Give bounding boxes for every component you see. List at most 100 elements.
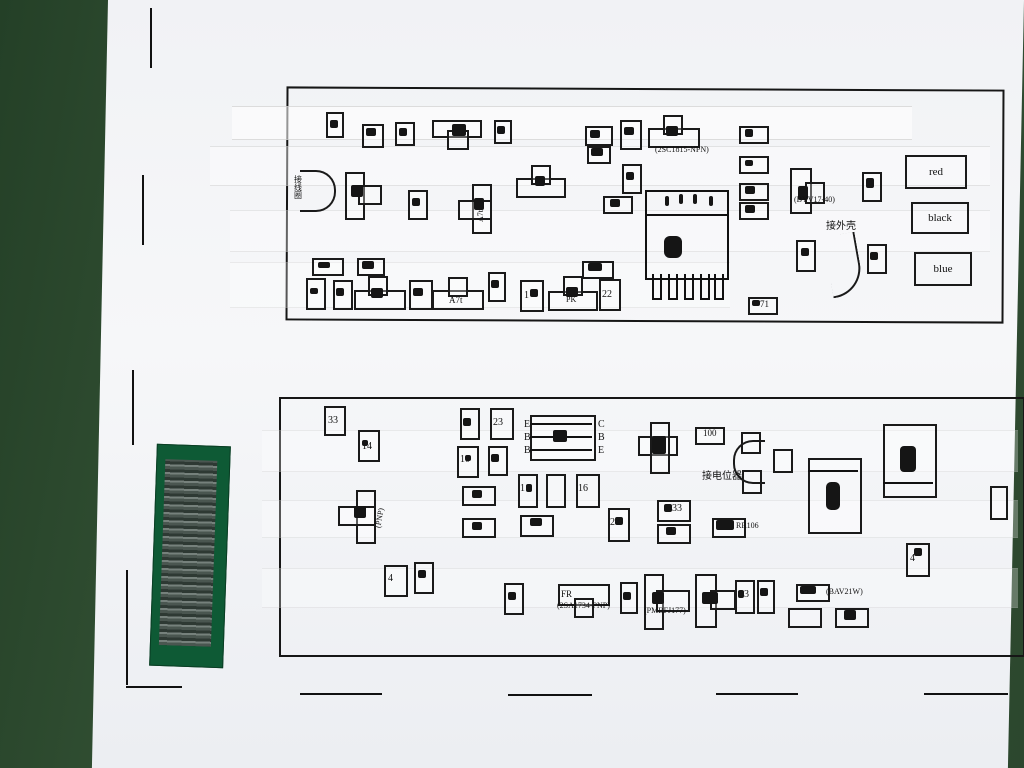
smd-resistor [366, 128, 376, 136]
tape-strip [262, 500, 1018, 538]
wire-tab-red: red [905, 155, 967, 189]
smd-resistor [336, 288, 344, 296]
smd-resistor [412, 198, 420, 206]
to-package-device [826, 482, 840, 510]
smd-resistor [318, 262, 330, 268]
smd-diode [702, 592, 718, 604]
smd-jfet [652, 592, 664, 604]
tape-strip [262, 568, 1018, 608]
pin-label-left: B [524, 445, 531, 456]
resistor-pad [414, 562, 434, 594]
resistor-pad [695, 427, 725, 445]
smd-resistor [330, 120, 338, 128]
resistor-label-1: 1 [520, 483, 525, 494]
resistor-pad [546, 474, 566, 508]
tape-strip [232, 106, 912, 140]
smd-resistor [508, 592, 516, 600]
resistor-label-100: 100 [703, 428, 717, 438]
wire-tab-black: black [911, 202, 969, 234]
npn-transistor-label: (2SC1815-NPN) [655, 145, 709, 154]
pin-label-left: B [524, 432, 531, 443]
smd-resistor [801, 248, 809, 256]
resistor-label-rr106: RR106 [736, 521, 759, 530]
ldo-pad [432, 290, 484, 310]
resistor-pad [457, 446, 479, 478]
smd-ldo [474, 198, 484, 210]
coil-label: 接 线 圈 [294, 175, 302, 200]
smd-resistor [472, 490, 482, 498]
smd-resistor [418, 570, 426, 578]
smd-resistor [362, 440, 368, 446]
resistor-label-4b: 4 [910, 553, 915, 564]
smd-resistor [465, 455, 471, 461]
smd-resistor [716, 520, 734, 530]
resistor-label-23: 23 [493, 417, 503, 428]
resistor-label-1: 1 [524, 290, 529, 301]
smd-resistor [914, 548, 922, 556]
heatsink-fin [700, 274, 710, 300]
tape-strip [230, 210, 990, 252]
smd-resistor [526, 484, 532, 492]
smd-diode [800, 586, 816, 594]
resistor-label-4: 4 [388, 573, 393, 584]
resistor-pad [306, 278, 326, 310]
transistor-pnp-label: (2SA1734-PNP) [557, 601, 610, 610]
ldo-bottom-label: A7t [449, 295, 463, 305]
wire-tab-blue: blue [914, 252, 972, 286]
pot-pad [773, 449, 793, 473]
smd-resistor [413, 288, 423, 296]
coil-arc [300, 170, 336, 212]
heatsink-fin [714, 274, 724, 300]
smd-resistor [399, 128, 407, 136]
resistor-pad [520, 515, 554, 537]
diode-label: (BYV17-40) [794, 195, 835, 204]
to-package-line [883, 482, 933, 484]
resistor-label-33b: 33 [672, 503, 682, 514]
heatsink-stub [709, 196, 713, 206]
ic-lead [530, 449, 592, 451]
resistor-pad [757, 580, 775, 614]
resistor-label-22: 22 [602, 289, 612, 300]
smd-resistor [463, 418, 471, 426]
smd-resistor [745, 160, 753, 166]
smd-resistor [497, 126, 505, 134]
crop-mark [142, 175, 144, 245]
smd-resistor [591, 148, 603, 156]
pin-label-right: B [598, 432, 605, 443]
resistor-label-71: 71 [760, 299, 769, 309]
resistor-pad [796, 240, 816, 272]
jfet-label: (PMBFJ177) [644, 606, 686, 615]
smd-resistor [491, 454, 499, 462]
pin-label-right: E [598, 445, 605, 456]
heatsink-stub [693, 194, 697, 204]
pot-label: 接电位器 [702, 471, 742, 482]
smd-transistor [371, 288, 383, 298]
smd-resistor [870, 252, 878, 260]
ic-lead [530, 423, 592, 425]
ldo-pad [448, 277, 468, 297]
smd-resistor [530, 289, 538, 297]
crop-mark [126, 686, 182, 688]
resistor-label-3: 3 [744, 589, 749, 600]
resistor-pad [576, 474, 600, 508]
smd-resistor [610, 199, 620, 207]
crop-mark [150, 8, 152, 68]
smd-resistor [745, 186, 755, 194]
diode-label: (BAV21W) [826, 587, 863, 596]
resistor-pad [608, 508, 630, 542]
smd-resistor [624, 127, 634, 135]
pnp-transistor-pad [558, 584, 610, 606]
power-transistor [664, 236, 682, 258]
heatsink-stub [665, 196, 669, 206]
to-package-line [808, 470, 858, 472]
smd-resistor [623, 592, 631, 600]
to-package-device [900, 446, 916, 472]
ldo-label: A7t [476, 210, 485, 222]
crop-mark [132, 370, 134, 445]
smd-resistor [745, 129, 753, 137]
smd-resistor [472, 522, 482, 530]
resistor-pad [358, 430, 380, 462]
resistor-pad [990, 486, 1008, 520]
pin-label-right: C [598, 419, 605, 430]
smd-transistor [354, 506, 366, 518]
